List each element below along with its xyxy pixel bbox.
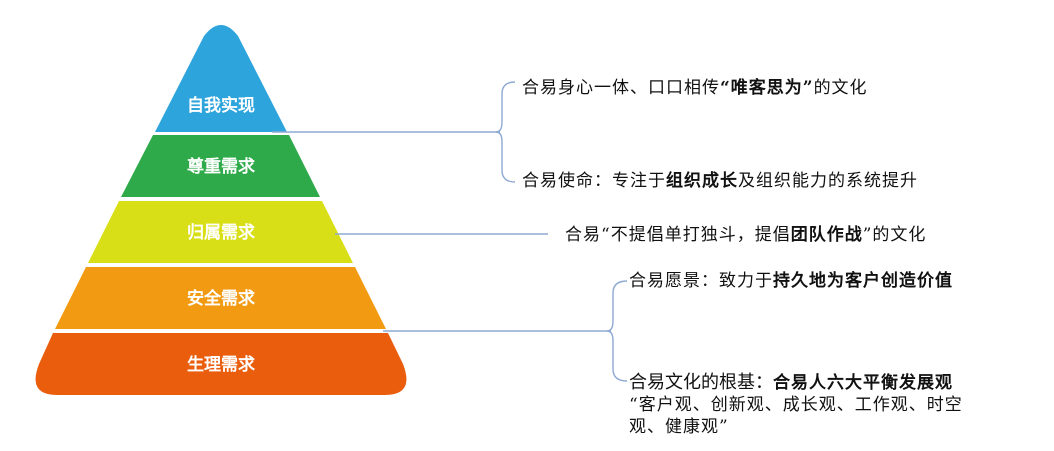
- tier-self-actualization-label: 自我实现: [187, 95, 255, 116]
- annotation-culture-foundation: 合易文化的根基：合易人六大平衡发展观 “客户观、创新观、成长观、工作观、时空 观…: [629, 372, 963, 437]
- tier-safety-label: 安全需求: [187, 288, 255, 309]
- tier-esteem: [121, 135, 320, 197]
- tier-physiological-label: 生理需求: [187, 354, 255, 375]
- bracket-bottom: [606, 280, 628, 382]
- annotation-mission: 合易使命：专注于组织成长及组织能力的系统提升: [522, 171, 918, 191]
- tier-safety: [55, 267, 386, 329]
- tier-self-actualization: [155, 25, 287, 132]
- bracket-top: [495, 81, 516, 183]
- tier-belonging: [88, 201, 353, 263]
- tier-belonging-label: 归属需求: [187, 222, 255, 243]
- annotation-service-culture: 合易身心一体、口口相传“唯客思为”的文化: [522, 78, 868, 98]
- annotation-vision: 合易愿景：致力于持久地为客户创造价值: [629, 271, 953, 291]
- tier-esteem-label: 尊重需求: [187, 156, 255, 177]
- tier-physiological: [35, 333, 407, 395]
- annotation-teamwork-culture: 合易“不提倡单打独斗，提倡团队作战”的文化: [565, 225, 927, 245]
